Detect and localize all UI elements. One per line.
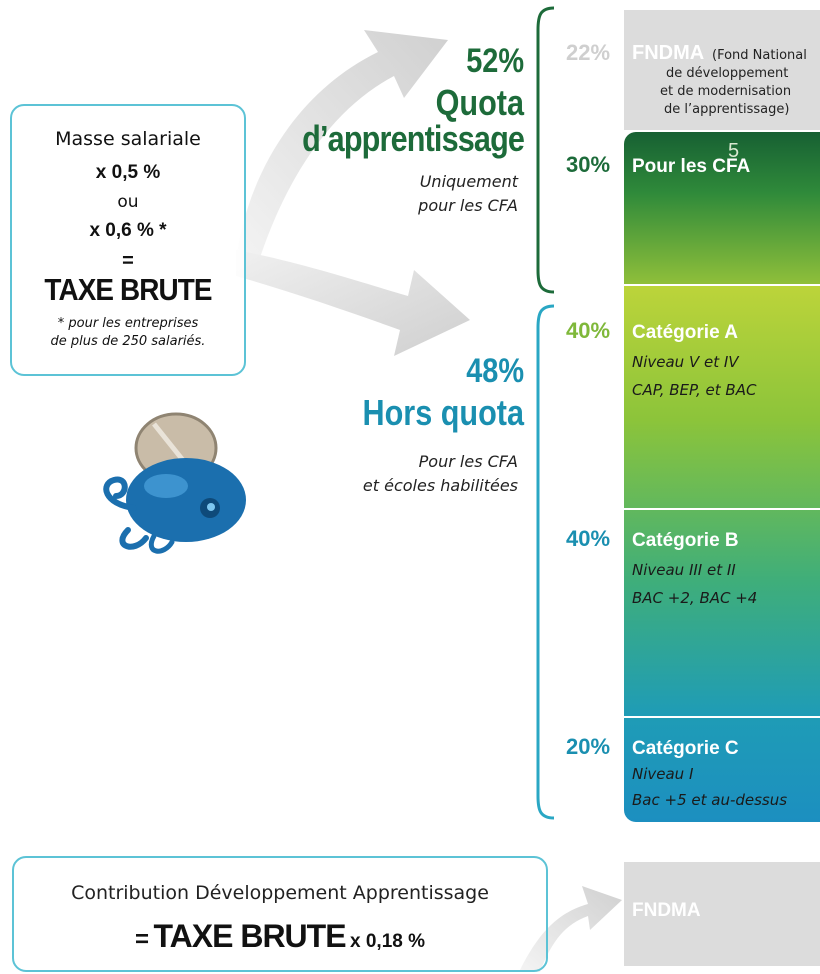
rate-06: x 0,6 % * bbox=[89, 220, 167, 241]
divider-ab bbox=[624, 508, 820, 510]
fndma-bottom-box bbox=[624, 862, 820, 966]
fndma-top-label: FNDMA bbox=[632, 42, 705, 64]
cat-a-desc-line2: CAP, BEP, et BAC bbox=[632, 381, 757, 399]
arrow-to-quota bbox=[236, 30, 448, 270]
quota-desc-line1: Uniquement bbox=[419, 172, 518, 191]
fndma-top-box bbox=[624, 10, 820, 130]
cat-a-pct: 40% bbox=[566, 318, 611, 343]
arrow-to-hors-quota bbox=[236, 250, 470, 356]
cfa-label: Pour les CFA bbox=[632, 156, 751, 177]
taxe-brute-label: TAXE BRUTE bbox=[44, 272, 212, 307]
cat-a-label: Catégorie A bbox=[632, 322, 738, 343]
quota-desc-line2: pour les CFA bbox=[418, 196, 518, 215]
equals-sign: = bbox=[122, 250, 134, 272]
quota-brace bbox=[536, 6, 555, 294]
cda-box: Contribution Développement Apprentissage… bbox=[12, 856, 548, 972]
hors-quota-title: Hors quota bbox=[362, 392, 524, 433]
cfa-box bbox=[624, 132, 820, 284]
ou-text: ou bbox=[117, 192, 139, 212]
quota-title-line1: Quota bbox=[435, 82, 524, 123]
cat-c-pct: 20% bbox=[566, 734, 611, 759]
hors-quota-desc-line2: et écoles habilitées bbox=[362, 476, 518, 495]
quota-pct: 52% bbox=[466, 42, 524, 80]
rate-05: x 0,5 % bbox=[95, 162, 161, 183]
cat-b-desc-line2: BAC +2, BAC +4 bbox=[632, 589, 758, 607]
cda-taxe-brute: TAXE BRUTE bbox=[153, 918, 346, 954]
fndma-desc-line3: et de modernisation bbox=[660, 84, 792, 99]
cat-b-desc-line1: Niveau III et II bbox=[632, 561, 736, 579]
page-number: 5 bbox=[728, 140, 740, 162]
fndma-desc-line2: de développement bbox=[666, 66, 789, 81]
fndma-pct: 22% bbox=[566, 40, 611, 65]
fndma-desc-line1: (Fond National bbox=[712, 48, 807, 63]
quota-title-line2: d’apprentissage bbox=[302, 118, 525, 159]
cda-title: Contribution Développement Apprentissage bbox=[71, 882, 489, 904]
cda-formula: = TAXE BRUTE x 0,18 % bbox=[14, 918, 546, 955]
footnote-line2: de plus de 250 salariés. bbox=[50, 334, 206, 349]
hors-quota-desc-line1: Pour les CFA bbox=[418, 452, 518, 471]
hors-quota-brace bbox=[536, 304, 555, 820]
arrow-to-fndma bbox=[520, 886, 622, 972]
cat-b-pct: 40% bbox=[566, 526, 611, 551]
cat-c-desc-line2: Bac +5 et au-dessus bbox=[632, 791, 788, 809]
cat-b-label: Catégorie B bbox=[632, 530, 739, 551]
hors-quota-pct: 48% bbox=[466, 352, 524, 390]
fndma-bottom-label: FNDMA bbox=[632, 900, 701, 921]
footnote-line1: * pour les entreprises bbox=[57, 316, 199, 331]
fndma-desc-line4: de l’apprentissage) bbox=[664, 102, 790, 117]
cda-equals: = bbox=[135, 926, 150, 953]
cat-a-desc-line1: Niveau V et IV bbox=[632, 353, 739, 371]
cat-c-label: Catégorie C bbox=[632, 738, 739, 759]
cda-rate: x 0,18 % bbox=[350, 931, 425, 952]
formula-box: Masse salariale x 0,5 % ou x 0,6 % * = T… bbox=[10, 104, 246, 376]
divider-bc bbox=[624, 716, 820, 718]
piggy-bank-illustration bbox=[103, 412, 246, 554]
masse-salariale: Masse salariale bbox=[55, 128, 201, 150]
cat-c-desc-line1: Niveau I bbox=[632, 765, 694, 783]
categories-column bbox=[624, 286, 820, 822]
cfa-pct: 30% bbox=[566, 152, 611, 177]
